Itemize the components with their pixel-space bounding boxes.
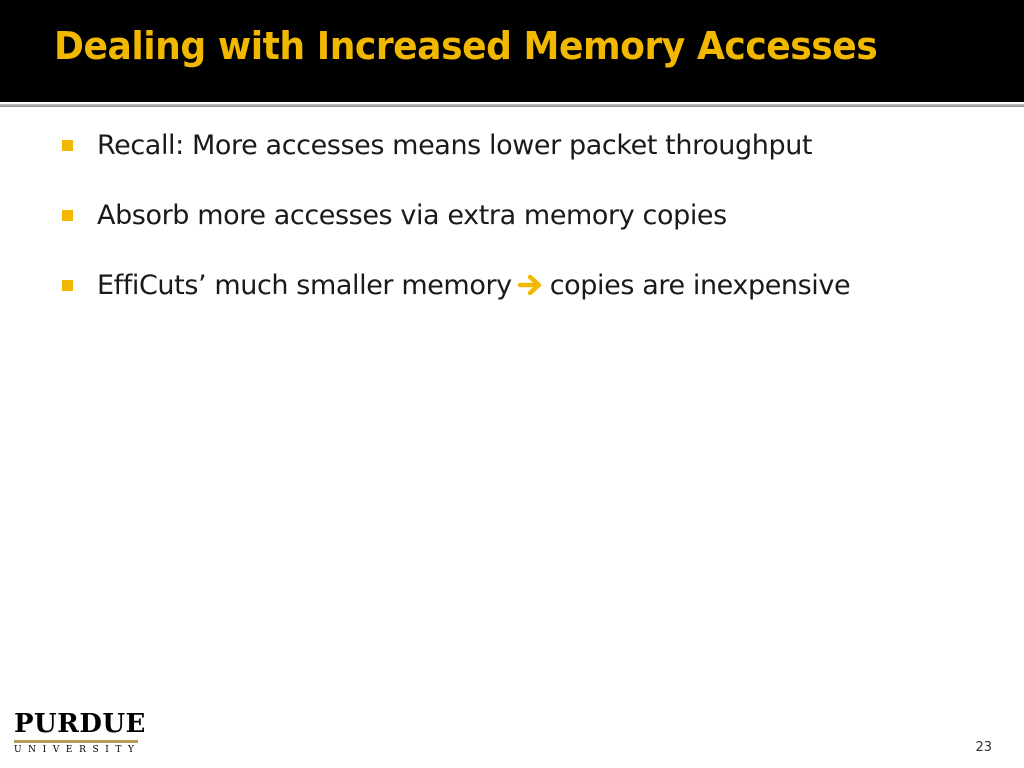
- bullet-item: EffiCuts’ much smaller memory copies are…: [62, 265, 851, 305]
- square-bullet-icon: [62, 139, 73, 151]
- logo-subtitle: UNIVERSITY: [14, 745, 141, 755]
- bullet-text: Absorb more accesses via extra memory co…: [97, 199, 727, 231]
- logo-divider: [14, 740, 138, 743]
- bullet-text-after-arrow: copies are inexpensive: [549, 269, 851, 301]
- purdue-logo: PURDUE UNIVERSITY: [14, 709, 146, 756]
- bullet-text: Recall: More accesses means lower packet…: [97, 129, 813, 161]
- bullet-item: Recall: More accesses means lower packet…: [62, 125, 813, 165]
- slide-title: Dealing with Increased Memory Accesses: [54, 24, 878, 68]
- bullet-item: Absorb more accesses via extra memory co…: [62, 195, 727, 235]
- page-number: 23: [975, 740, 992, 755]
- bullet-text-before-arrow: EffiCuts’ much smaller memory: [97, 269, 512, 301]
- square-bullet-icon: [62, 279, 73, 291]
- right-arrow-icon: [517, 273, 544, 297]
- title-divider: [0, 104, 1024, 107]
- logo-name: PURDUE: [14, 709, 146, 739]
- title-bar: Dealing with Increased Memory Accesses: [0, 0, 1024, 102]
- square-bullet-icon: [62, 209, 73, 221]
